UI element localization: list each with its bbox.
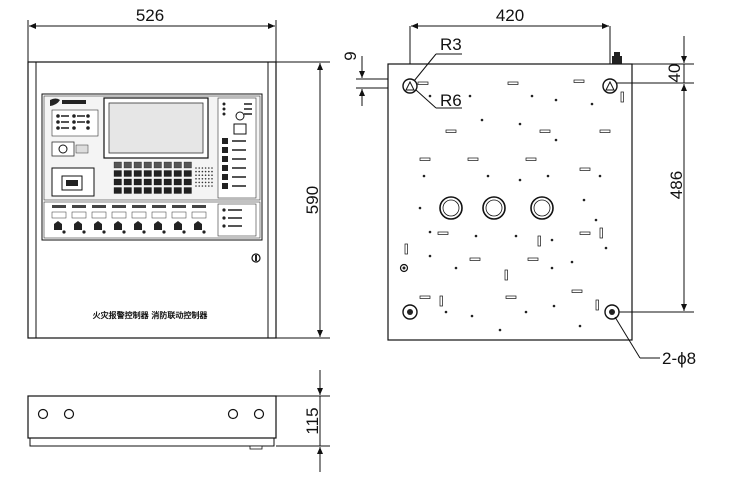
side-depth-label: 115 bbox=[303, 407, 322, 434]
keypad-key bbox=[163, 170, 172, 177]
keypad-key bbox=[123, 170, 132, 177]
front-width-dimension: 526 bbox=[27, 6, 277, 64]
side-view: 115 bbox=[27, 370, 330, 472]
keypad-key bbox=[113, 161, 122, 169]
key-switch-icon bbox=[51, 141, 89, 157]
keypad-key bbox=[183, 187, 192, 194]
speaker-grille bbox=[195, 167, 213, 187]
keypad-key bbox=[143, 178, 152, 186]
knockout-hole-icon bbox=[253, 408, 265, 420]
keypad-key bbox=[153, 170, 162, 177]
keypad-key bbox=[123, 161, 132, 169]
keypad-key bbox=[163, 187, 172, 194]
linkage-button bbox=[134, 221, 142, 230]
door-lock-icon bbox=[251, 253, 261, 263]
brand-logo-icon bbox=[50, 98, 86, 106]
keypad-key bbox=[163, 161, 172, 169]
right-button-column bbox=[217, 97, 257, 199]
front-width-label: 526 bbox=[136, 6, 164, 25]
hole-callout-label: 2-ϕ8 bbox=[662, 349, 696, 368]
mounting-hole-icon bbox=[402, 304, 418, 320]
function-button bbox=[222, 156, 228, 162]
cable-gland-icon bbox=[612, 52, 622, 64]
keypad-key bbox=[173, 170, 182, 177]
knockout-hole-icon bbox=[227, 408, 239, 420]
rear-plate-outline bbox=[387, 63, 633, 341]
keypad-key bbox=[143, 170, 152, 177]
keypad-key bbox=[153, 178, 162, 186]
mounting-hole-icon bbox=[402, 78, 418, 94]
radius-small-label: R3 bbox=[440, 35, 462, 54]
mounting-hole-icon bbox=[604, 304, 620, 320]
knockout-hole-icon bbox=[37, 408, 49, 420]
side-depth-dimension: 115 bbox=[276, 370, 330, 472]
linkage-button bbox=[74, 221, 82, 230]
radius-large-label: R6 bbox=[440, 91, 462, 110]
keypad-key bbox=[133, 187, 142, 194]
rear-width-label: 420 bbox=[496, 6, 524, 25]
keypad-key bbox=[133, 161, 142, 169]
keypad-key bbox=[143, 187, 152, 194]
rear-top-dimension: 40 bbox=[610, 36, 694, 84]
led-indicator-block bbox=[51, 109, 99, 137]
keypad-key bbox=[163, 178, 172, 186]
rear-spacing-dimension: 486 bbox=[616, 84, 694, 313]
keypad-key bbox=[133, 178, 142, 186]
linkage-button bbox=[154, 221, 162, 230]
hole-callout: 2-ϕ8 bbox=[614, 316, 696, 368]
radius-callouts: R3 R6 bbox=[413, 35, 462, 110]
front-height-label: 590 bbox=[303, 186, 322, 214]
linkage-button bbox=[114, 221, 122, 230]
knockout-hole-icon bbox=[63, 408, 75, 420]
front-height-dimension: 590 bbox=[276, 61, 330, 339]
linkage-button bbox=[94, 221, 102, 230]
lcd-screen bbox=[103, 97, 209, 159]
function-button bbox=[222, 183, 228, 189]
rear-spacing-label: 486 bbox=[667, 171, 686, 199]
rear-view: 420 9 40 486 bbox=[341, 6, 696, 368]
keypad-key bbox=[183, 161, 192, 169]
linkage-button bbox=[194, 221, 202, 230]
keypad-key bbox=[123, 178, 132, 186]
keypad-key bbox=[173, 161, 182, 169]
linkage-button bbox=[174, 221, 182, 230]
keypad-key bbox=[113, 187, 122, 194]
rear-top-label: 40 bbox=[665, 64, 684, 83]
function-button bbox=[222, 147, 228, 153]
keypad-key bbox=[153, 187, 162, 194]
rear-offset-label: 9 bbox=[341, 51, 360, 60]
function-button bbox=[222, 138, 228, 144]
keypad-key bbox=[123, 187, 132, 194]
linkage-module-panel bbox=[43, 201, 261, 239]
keypad-key bbox=[153, 161, 162, 169]
keypad-key bbox=[113, 170, 122, 177]
function-button bbox=[222, 174, 228, 180]
keypad-key bbox=[133, 170, 142, 177]
panel-caption: 火灾报警控制器 消防联动控制器 bbox=[93, 310, 209, 320]
keypad-key bbox=[173, 178, 182, 186]
keypad-key bbox=[113, 178, 122, 186]
front-view: 526 590 bbox=[27, 6, 330, 339]
keypad-key bbox=[173, 187, 182, 194]
keypad-key bbox=[183, 170, 192, 177]
linkage-button bbox=[54, 221, 62, 230]
keypad-key bbox=[183, 178, 192, 186]
keypad bbox=[113, 161, 192, 194]
function-button bbox=[222, 165, 228, 171]
mounting-hole-icon bbox=[602, 78, 618, 94]
keypad-key bbox=[143, 161, 152, 169]
printer-slot bbox=[51, 167, 95, 197]
